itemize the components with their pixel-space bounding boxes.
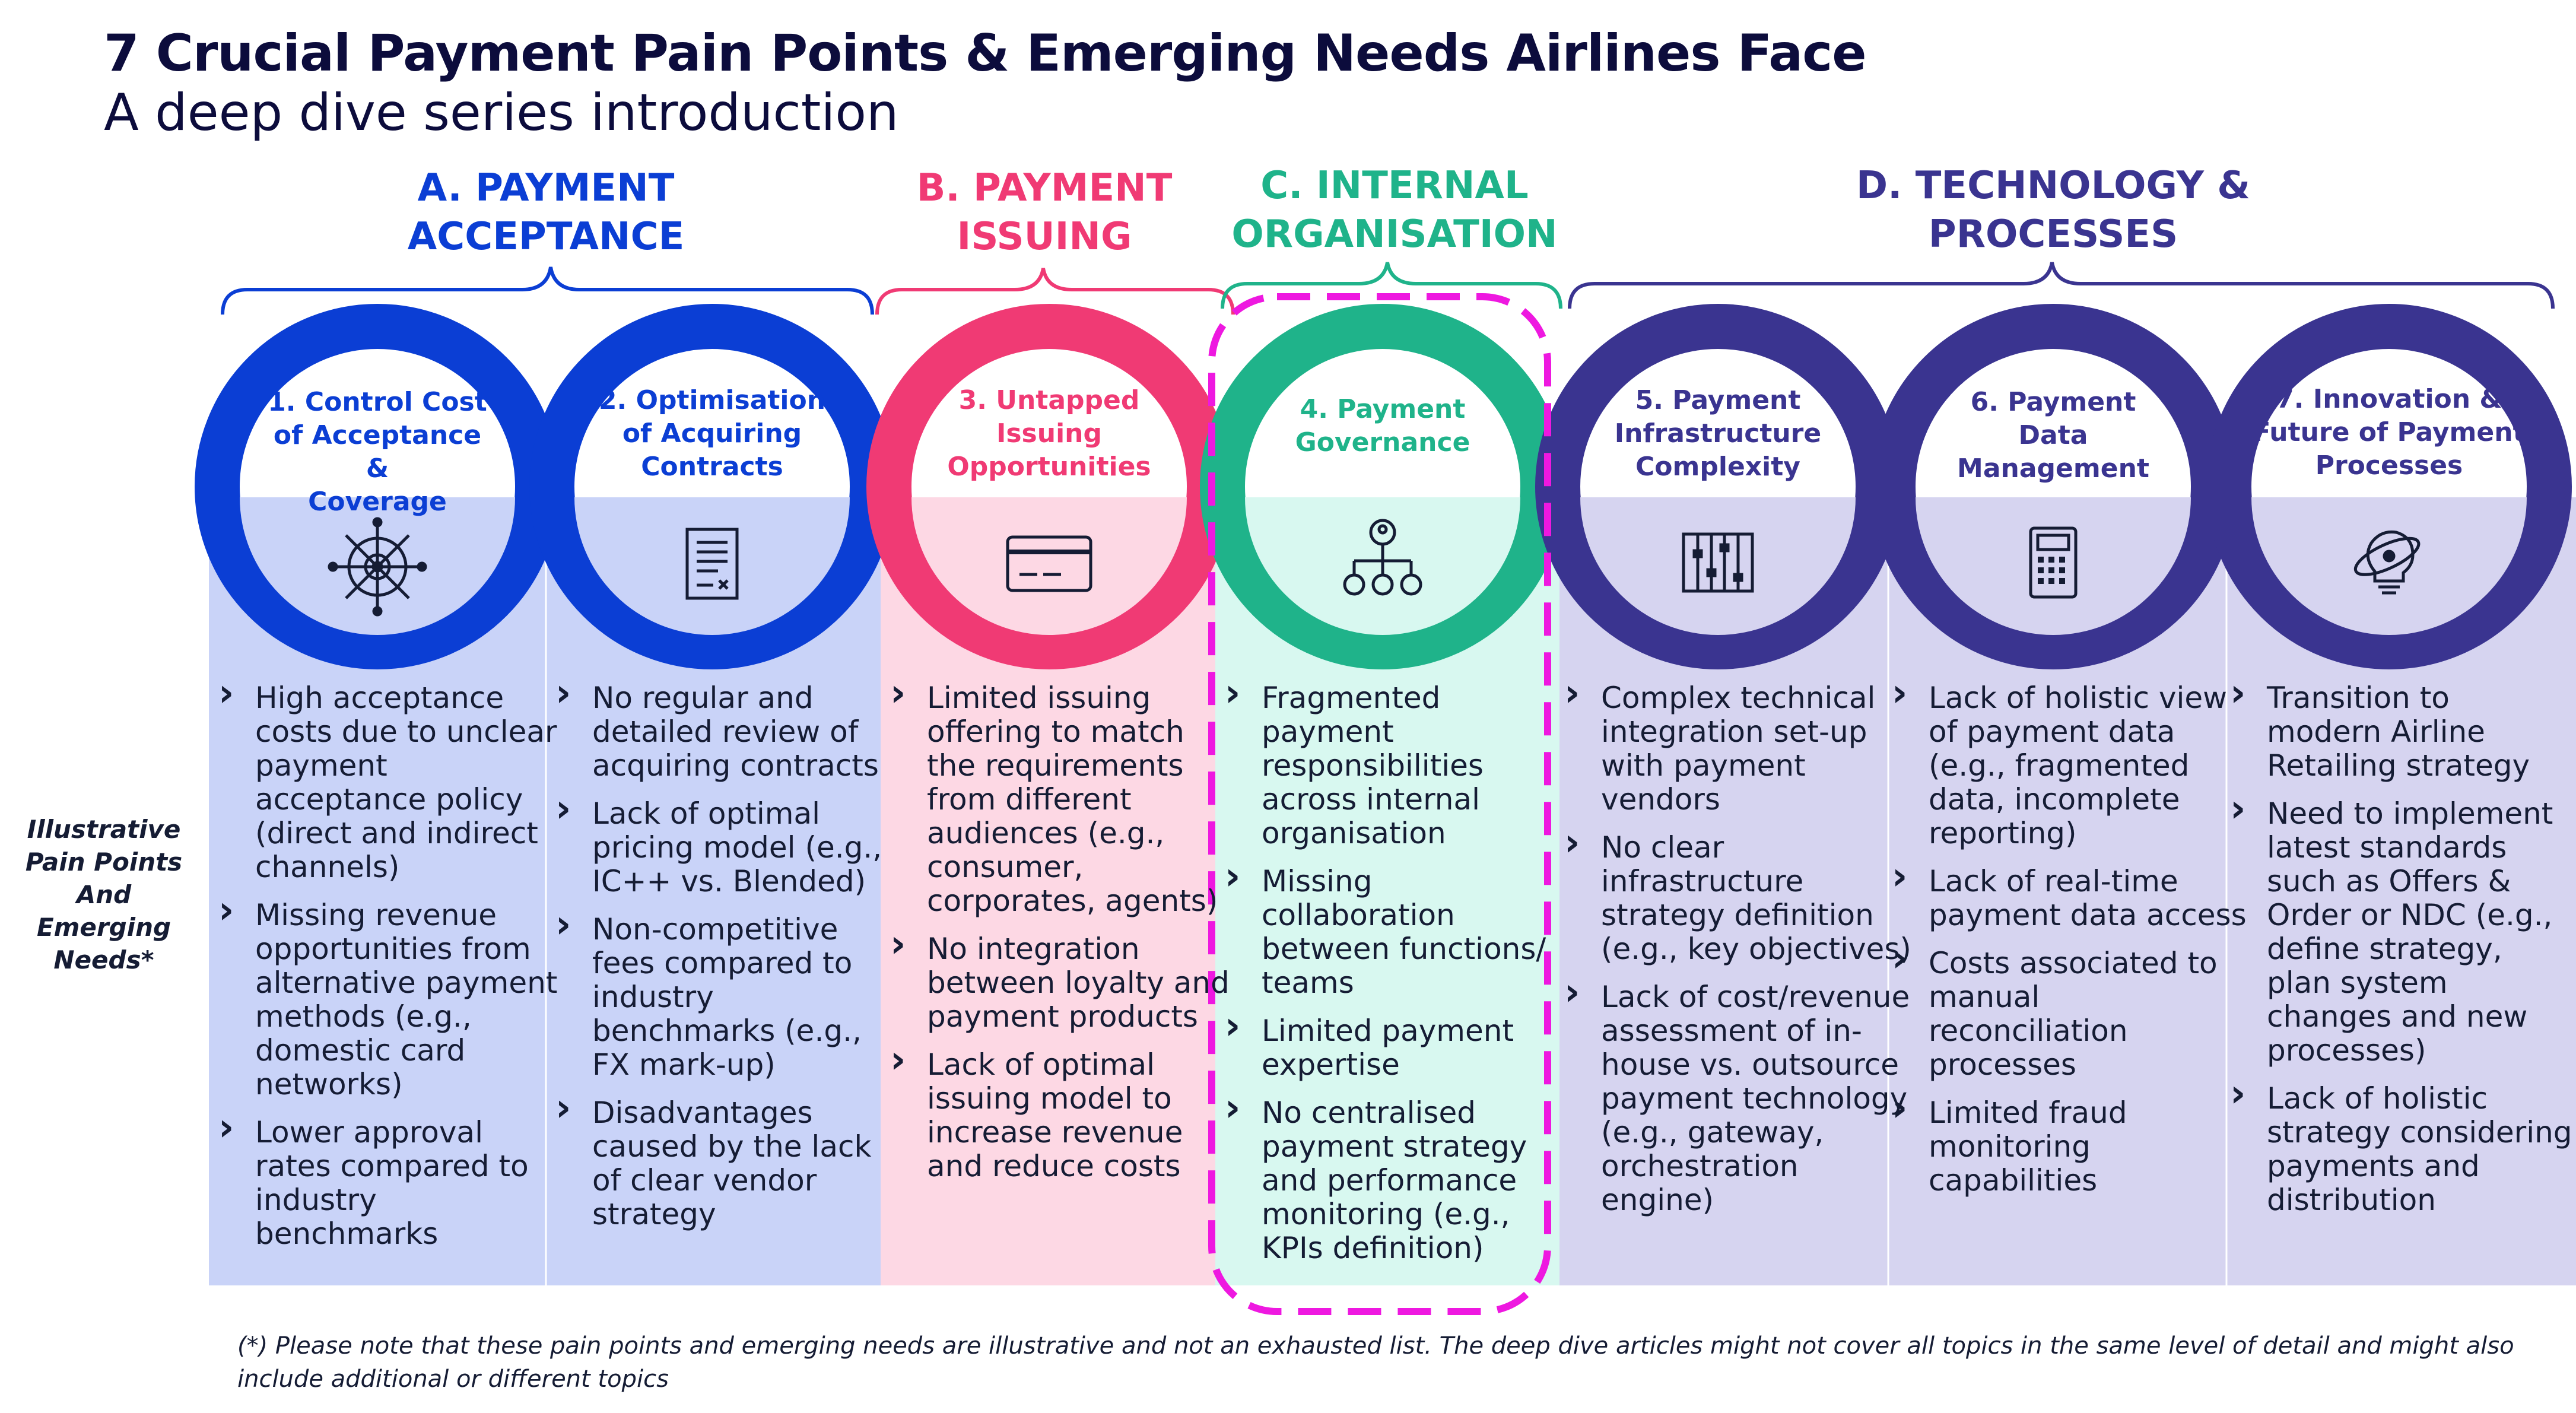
ship-wheel-icon: [328, 517, 427, 617]
bullet-item: Costs associated tomanualreconciliationp…: [1888, 942, 2225, 1082]
pain-point-4-bullets: Fragmentedpaymentresponsibilitiesacross …: [1221, 677, 1557, 1279]
category-brace-c: [1221, 262, 1562, 309]
innovation-bulb-icon: [2353, 530, 2421, 595]
ring-inner-tint-6: [1916, 497, 2191, 635]
contract-document-icon: [685, 528, 739, 600]
category-brace-b: [875, 268, 1235, 315]
page-title: 7 Crucial Payment Pain Points & Emerging…: [104, 24, 1867, 83]
side-label-illustrative: Illustrative Pain Points And Emerging Ne…: [25, 815, 183, 974]
category-brace-a: [221, 266, 874, 315]
ring-inner-tint-5: [1580, 497, 1856, 635]
credit-card-icon: [1006, 535, 1092, 592]
bullet-item: Fragmentedpaymentresponsibilitiesacross …: [1221, 677, 1557, 850]
ring-inner-tint-2: [574, 497, 850, 635]
category-brace-d: [1568, 262, 2555, 309]
control-sliders-icon: [1682, 532, 1754, 593]
org-hierarchy-icon: [1343, 519, 1422, 596]
page-subtitle: A deep dive series introduction: [104, 83, 899, 142]
category-title-d: D. TECHNOLOGY &PROCESSES: [1856, 164, 2251, 256]
footnote: (*) Please note that these pain points a…: [237, 1332, 2514, 1393]
ring-inner-tint-7: [2251, 497, 2527, 635]
ring-inner-tint-3: [911, 497, 1187, 635]
calculator-icon: [2029, 526, 2078, 599]
